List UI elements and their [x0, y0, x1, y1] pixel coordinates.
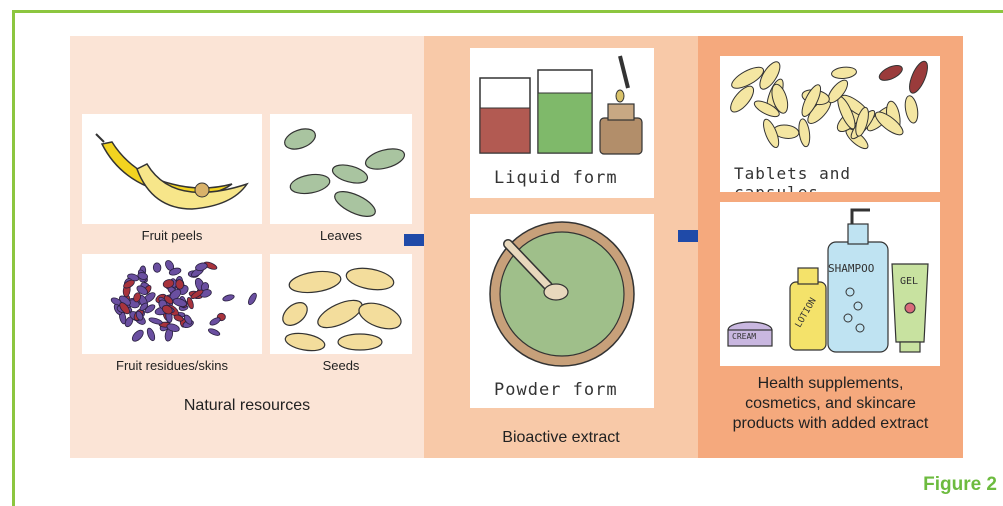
fruit-skin-piece — [222, 294, 235, 303]
panel-products: Tablets and capsules CREAM LOTION SHAMPO… — [698, 36, 963, 458]
label-fruit-peels: Fruit peels — [82, 228, 262, 243]
label-gel: GEL — [900, 276, 918, 287]
label-fruit-residues: Fruit residues/skins — [82, 358, 262, 373]
frame-left-border — [12, 10, 15, 506]
capsule-piece — [831, 66, 857, 80]
frame-top-border — [12, 10, 1003, 13]
label-seeds: Seeds — [270, 358, 412, 373]
card-powder-form: Powder form — [470, 214, 654, 408]
leaves-illustration — [270, 114, 412, 224]
seeds-illustration — [270, 254, 412, 354]
label-leaves: Leaves — [270, 228, 412, 243]
fruit-skin-piece — [146, 327, 157, 342]
fruit-skin-piece — [247, 292, 258, 306]
label-cream: CREAM — [732, 332, 756, 341]
card-tablets-capsules: Tablets and capsules — [720, 56, 940, 192]
fruit-peel-illustration — [82, 114, 262, 224]
tablets-capsules-illustration — [720, 56, 940, 156]
card-cosmetics: CREAM LOTION SHAMPOO GEL — [720, 202, 940, 366]
products-title-line-2: cosmetics, and skincare — [698, 394, 963, 414]
fruit-skin-piece — [153, 263, 162, 273]
fruit-residues-illustration — [82, 254, 262, 354]
products-title-line-3: products with added extract — [698, 414, 963, 434]
capsule-piece — [877, 62, 904, 83]
liquid-beakers-illustration — [470, 48, 654, 163]
card-fruit-peels — [82, 114, 262, 224]
fruit-skin-piece — [208, 327, 221, 336]
products-title: Health supplements, cosmetics, and skinc… — [698, 374, 963, 434]
label-tablets-capsules: Tablets and capsules — [734, 164, 940, 192]
panel-natural-resources: Fruit peels Leaves Fruit residues/skins … — [70, 36, 424, 458]
capsule-piece — [906, 59, 931, 96]
natural-resources-title: Natural resources — [70, 396, 424, 416]
bioactive-extract-title: Bioactive extract — [424, 428, 698, 448]
fruit-skin-piece — [148, 317, 163, 326]
panel-bioactive-extract: Liquid form Powder form Bioactive extrac… — [424, 36, 698, 458]
products-title-line-1: Health supplements, — [698, 374, 963, 394]
fruit-skin-piece — [130, 328, 145, 343]
capsule-piece — [903, 95, 919, 124]
figure-label: Figure 2 — [923, 474, 997, 496]
card-fruit-residues — [82, 254, 262, 354]
fruit-skin-piece — [209, 316, 222, 326]
card-liquid-form: Liquid form — [470, 48, 654, 198]
label-liquid-form: Liquid form — [494, 168, 618, 188]
label-powder-form: Powder form — [494, 380, 618, 400]
card-leaves — [270, 114, 412, 224]
powder-bowl-illustration — [470, 214, 654, 374]
label-shampoo: SHAMPOO — [828, 262, 874, 275]
card-seeds — [270, 254, 412, 354]
